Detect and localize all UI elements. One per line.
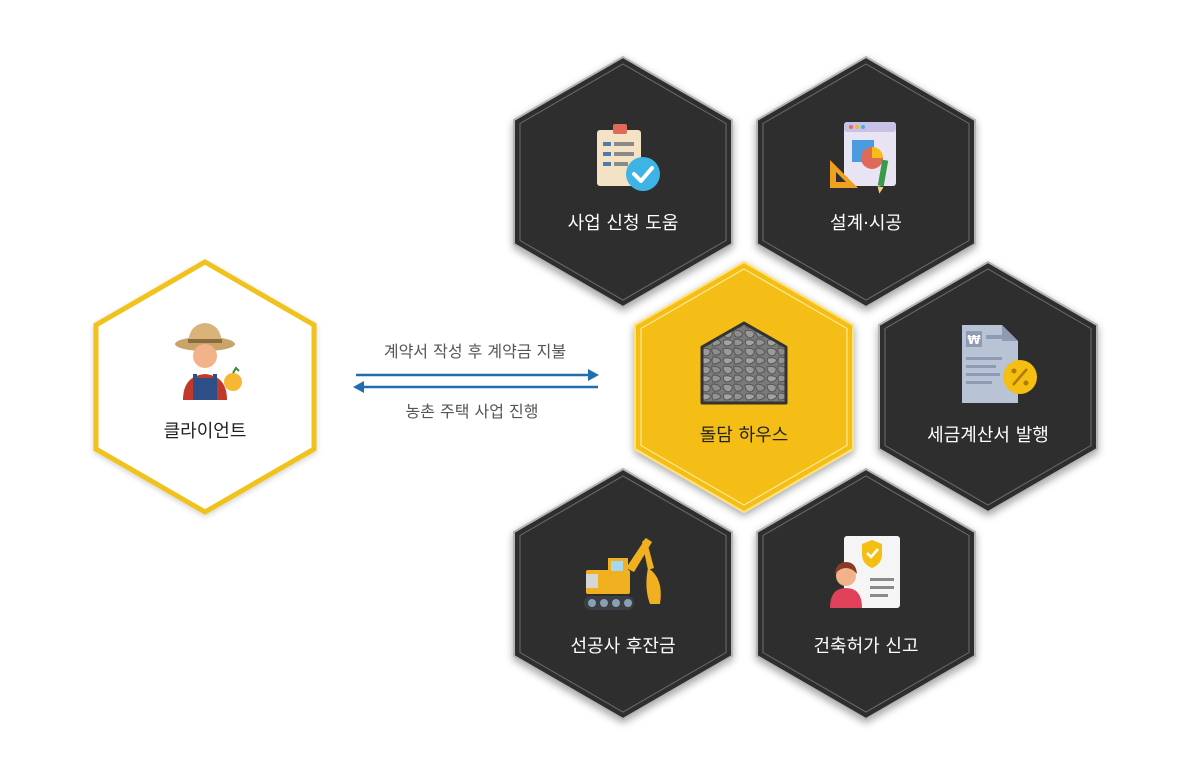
client-label: 클라이언트 xyxy=(164,421,247,442)
center-label: 돌담 하우스 xyxy=(700,425,789,446)
forward-flow-label: 계약서 작성 후 계약금 지불 xyxy=(384,342,566,361)
service-hex-construction: 선공사 후잔금 xyxy=(513,467,733,721)
service-hex-tax: ₩ 세금계산서 발행 xyxy=(878,260,1098,514)
service-label-application: 사업 신청 도움 xyxy=(568,213,679,234)
service-label-tax: 세금계산서 발행 xyxy=(927,425,1049,446)
center-hexagon: 돌담 하우스 xyxy=(634,260,854,514)
excavator-icon xyxy=(584,538,661,610)
stone-house-icon xyxy=(700,321,788,405)
backward-flow-label: 농촌 주택 사업 진행 xyxy=(405,402,538,421)
farmer-icon xyxy=(175,323,242,400)
design-tools-icon xyxy=(830,122,896,194)
won-invoice-icon: ₩ xyxy=(962,325,1037,403)
service-label-design: 설계·시공 xyxy=(830,213,902,234)
clipboard-check-icon xyxy=(597,124,660,191)
client-hexagon: 클라이언트 xyxy=(93,259,317,515)
service-label-construction: 선공사 후잔금 xyxy=(570,636,675,657)
svg-text:₩: ₩ xyxy=(967,333,981,347)
service-hex-design: 설계·시공 xyxy=(756,55,976,309)
permit-document-icon xyxy=(830,536,900,608)
arrow-right-icon xyxy=(356,369,599,381)
service-hex-permit: 건축허가 신고 xyxy=(756,467,976,721)
arrow-left-icon xyxy=(353,381,598,393)
service-label-permit: 건축허가 신고 xyxy=(813,636,918,657)
service-hex-application: 사업 신청 도움 xyxy=(513,55,733,309)
flow-arrows: 계약서 작성 후 계약금 지불 농촌 주택 사업 진행 xyxy=(353,342,599,421)
